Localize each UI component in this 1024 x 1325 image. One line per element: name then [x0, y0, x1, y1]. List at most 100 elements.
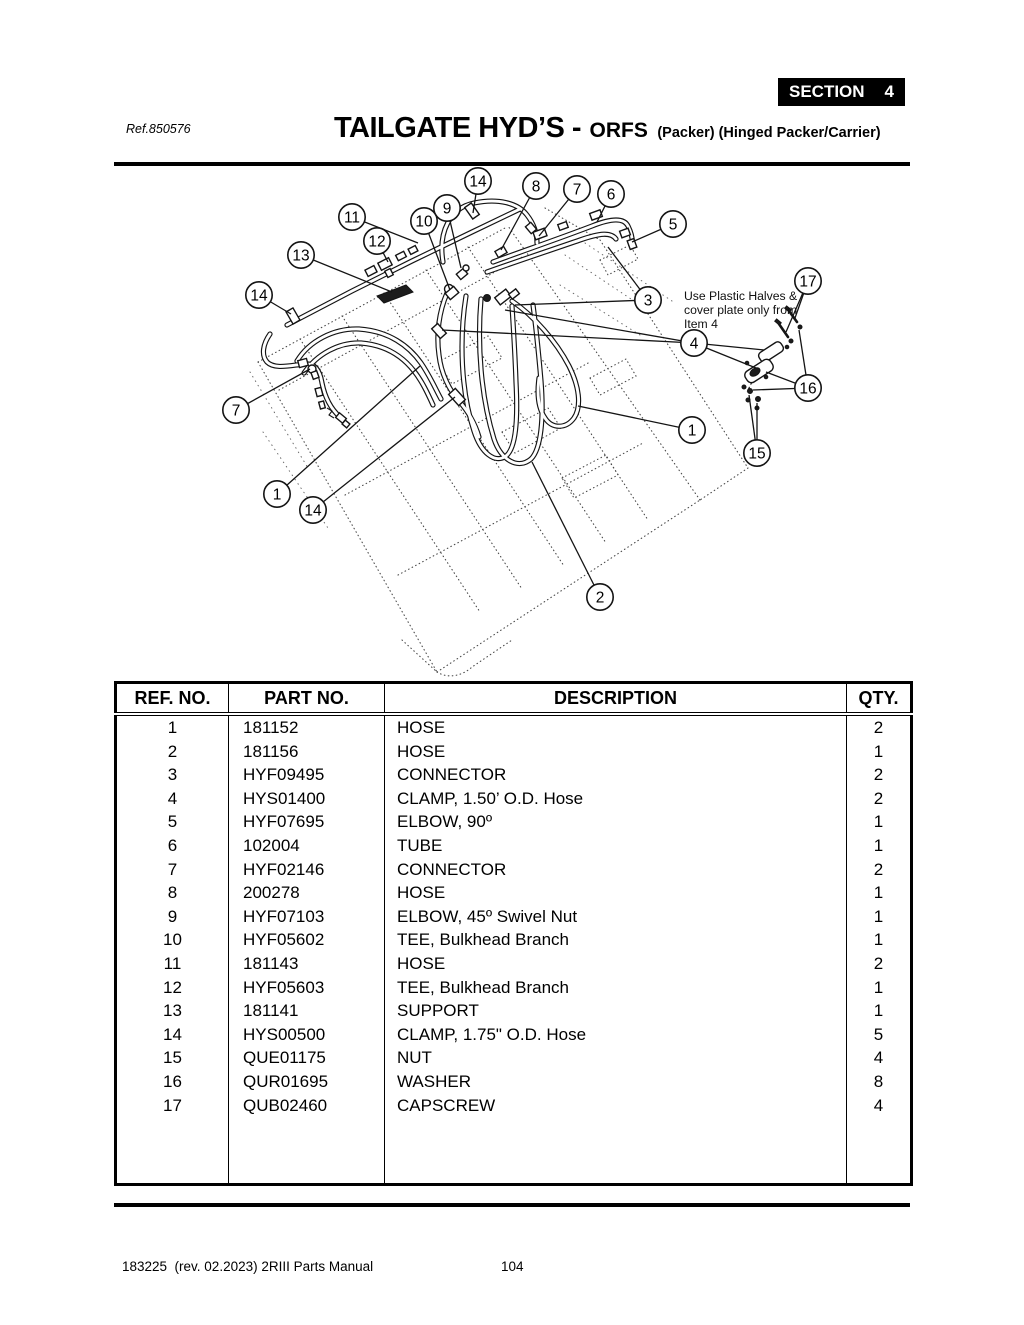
svg-text:7: 7 [573, 181, 582, 198]
column-header-qty: QTY. [846, 682, 912, 716]
table-cell: SUPPORT [384, 999, 847, 1023]
table-cell: 2 [846, 951, 912, 976]
table-cell: QUR01695 [228, 1069, 385, 1094]
table-cell: 8 [846, 1069, 912, 1094]
table-cell: TEE, Bulkhead Branch [384, 975, 847, 1000]
callout-8: 8 [522, 172, 550, 200]
svg-text:16: 16 [799, 380, 816, 397]
table-cell: HOSE [384, 951, 847, 976]
header-rule [114, 162, 910, 166]
table-cell: NUT [384, 1046, 847, 1070]
table-cell-empty [116, 1117, 229, 1185]
title-sub: ORFS [589, 119, 648, 142]
table-cell: 181141 [228, 999, 385, 1023]
table-cell: HYS00500 [228, 1022, 385, 1047]
table-cell: 14 [163, 1024, 182, 1044]
table-cell: 8 [167, 883, 178, 903]
table-cell: 4 [167, 788, 178, 808]
table-cell: HYF07695 [228, 810, 385, 834]
table-cell: 11 [163, 953, 182, 973]
svg-text:15: 15 [748, 445, 765, 462]
table-header-row: REF. NO. PART NO. DESCRIPTION QTY. [115, 682, 912, 716]
table-cell: CONNECTOR [384, 857, 847, 882]
table-cell: 1 [846, 739, 912, 764]
ref-number: Ref.850576 [126, 122, 191, 136]
table-cell: 2 [846, 763, 912, 787]
callout-balloons: 14 8 7 6 5 11 9 10 12 13 14 17 3 4 16 7 … [222, 167, 822, 611]
table-cell: QUE01175 [228, 1046, 385, 1070]
svg-text:8: 8 [532, 178, 541, 195]
svg-text:6: 6 [607, 186, 616, 203]
callout-7: 7 [563, 175, 591, 203]
table-cell: 12 [163, 977, 182, 997]
table-cell: HYF05602 [228, 928, 385, 952]
table-cell: ELBOW, 90º [384, 810, 847, 834]
callout-7b: 7 [222, 396, 250, 424]
table-cell: CAPSCREW [384, 1093, 847, 1118]
table-cell: QUB02460 [228, 1093, 385, 1118]
callout-10: 10 [410, 207, 438, 235]
table-cell: HOSE [384, 714, 847, 740]
table-cell: 181143 [228, 951, 385, 976]
callout-15: 15 [743, 439, 771, 467]
footer-page-number: 104 [501, 1259, 524, 1274]
table-cell-empty [228, 1117, 385, 1185]
svg-text:14: 14 [304, 502, 322, 519]
svg-text:14: 14 [250, 287, 268, 304]
table-cell: 1 [167, 718, 178, 737]
section-badge: SECTION 4 [778, 78, 905, 106]
hose-centers [261, 199, 634, 465]
table-cell: 7 [167, 859, 178, 879]
table-cell: HYF02146 [228, 857, 385, 882]
svg-text:14: 14 [469, 173, 487, 190]
table-cell: 1 [846, 904, 912, 929]
table-cell: 6 [167, 835, 178, 855]
table-cell: TUBE [384, 833, 847, 858]
support-plate [376, 284, 414, 304]
table-cell: CLAMP, 1.50’ O.D. Hose [384, 786, 847, 811]
table-cell: 102004 [228, 833, 385, 858]
table-cell: 181152 [228, 714, 385, 740]
svg-text:5: 5 [669, 216, 678, 233]
table-cell: 1 [846, 975, 912, 1000]
section-number: 4 [884, 82, 894, 101]
plastic-half-upper [757, 341, 785, 363]
table-cell: 15 [163, 1048, 182, 1068]
svg-text:12: 12 [368, 233, 385, 250]
table-cell: HYS01400 [228, 786, 385, 811]
table-cell: 17 [163, 1095, 182, 1115]
svg-text:17: 17 [799, 273, 816, 290]
table-cell: HYF07103 [228, 904, 385, 929]
clamp-14-mid [447, 387, 467, 407]
table-cell: 5 [167, 812, 178, 832]
footer-rule [114, 1203, 910, 1207]
exploded-parts-diagram: 14 8 7 6 5 11 9 10 12 13 14 17 3 4 16 7 … [222, 167, 822, 677]
callout-4: 4 [680, 329, 708, 357]
table-cell: 4 [846, 1046, 912, 1070]
table-cell: ELBOW, 45º Swivel Nut [384, 904, 847, 929]
callout-16: 16 [794, 374, 822, 402]
table-cell: 16 [163, 1071, 182, 1091]
table-cell: HOSE [384, 739, 847, 764]
table-cell: HOSE [384, 881, 847, 905]
table-cell: 1 [846, 833, 912, 858]
callout-1b: 1 [263, 480, 291, 508]
title-qualifier: (Packer) (Hinged Packer/Carrier) [657, 125, 881, 141]
column-header-part-no: PART NO. [228, 682, 385, 716]
svg-text:Item 4: Item 4 [684, 317, 718, 331]
section-label: SECTION [789, 82, 865, 101]
svg-text:7: 7 [232, 402, 241, 419]
svg-text:2: 2 [596, 589, 605, 606]
table-cell: 3 [167, 765, 178, 785]
